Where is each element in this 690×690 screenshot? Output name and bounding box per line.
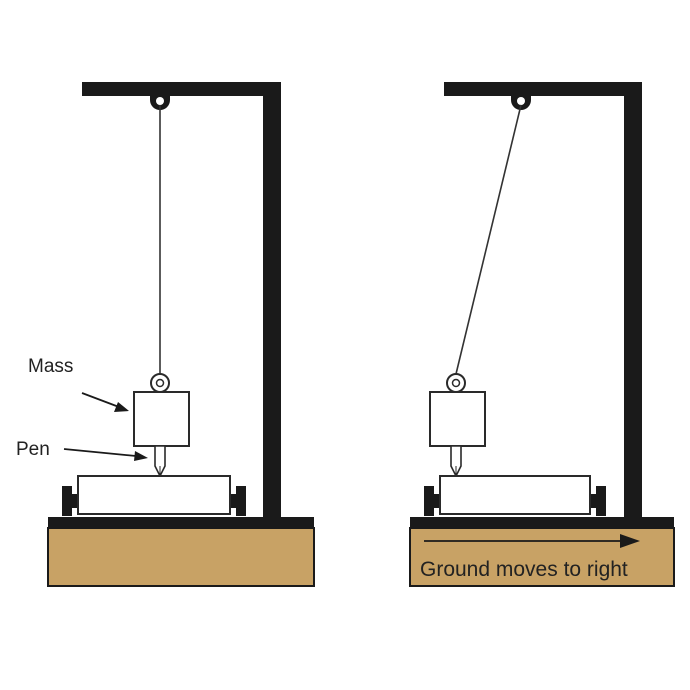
left-frame-beam (82, 82, 281, 96)
right-pendulum-string (455, 104, 522, 375)
mass-label: Mass (28, 356, 73, 377)
ground-motion-label: Ground moves to right (420, 558, 628, 581)
right-recording-drum (424, 475, 606, 516)
left-mass-eye (150, 373, 170, 393)
right-frame-post (624, 82, 642, 519)
right-panel: Ground moves to right (409, 82, 675, 587)
left-mass (133, 391, 190, 447)
right-pivot (511, 96, 531, 110)
ground-motion-arrow (424, 534, 640, 548)
left-ground-block (47, 527, 315, 587)
right-pen (450, 445, 462, 478)
right-mass (429, 391, 486, 447)
right-mass-eye (446, 373, 466, 393)
left-base-plate (48, 517, 314, 529)
left-pen (154, 445, 166, 478)
left-frame-post (263, 82, 281, 519)
right-base-plate (410, 517, 674, 529)
pen-arrow (63, 448, 148, 461)
right-frame-beam (444, 82, 642, 96)
mass-arrow (81, 392, 129, 412)
left-panel: Mass Pen (16, 82, 315, 587)
left-pivot (150, 96, 170, 110)
pen-label: Pen (16, 439, 50, 460)
left-recording-drum (62, 475, 246, 516)
